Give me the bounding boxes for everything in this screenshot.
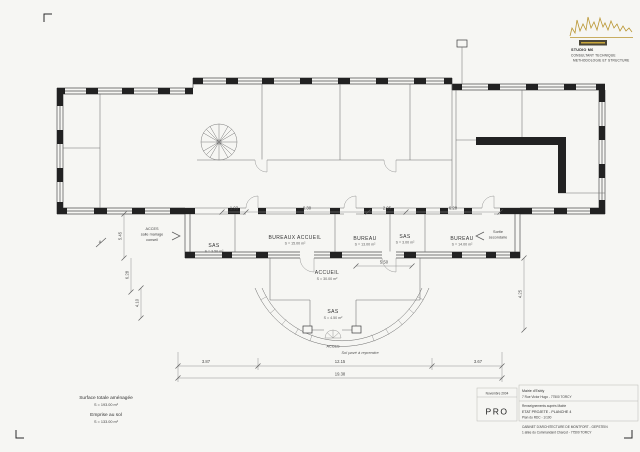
- dim-mid-2: 6.30: [303, 206, 312, 211]
- project-info-2: ETAT PROJETE - PLANCHE 4: [522, 410, 571, 414]
- title-block: Novembre 2004 PRO Mairie d'Esbly 7 Rue V…: [476, 384, 639, 435]
- door-swings: [245, 159, 495, 273]
- summary-value-2: S = 133.00 m²: [94, 420, 119, 424]
- dim-mid-3: 2.95: [383, 206, 392, 211]
- client-name: Mairie d'Esbly: [522, 389, 544, 393]
- summary-value-1: S = 193.00 m²: [94, 403, 119, 407]
- room-label-sas-entry: SAS: [327, 309, 338, 315]
- room-label-bureau-right: BUREAU: [450, 236, 473, 242]
- room-area-sas-center: S = 3.00 m²: [396, 241, 415, 245]
- dim-bottom-total: 19.38: [335, 372, 346, 377]
- entry-canopy-icon: [324, 329, 342, 339]
- room-area-bureau-right: S = 14.00 m²: [452, 243, 473, 247]
- room-label-sas-center: SAS: [399, 234, 410, 240]
- room-label-sas-left: SAS: [208, 243, 219, 249]
- skyline-logo-icon: [569, 16, 633, 37]
- acces-entry-label: ACCES: [326, 345, 340, 349]
- dim-bottom-right: 3.67: [474, 359, 483, 364]
- architect-name: CABINET D'ARCHITECTURE DE MONTFORT - GEP…: [522, 425, 608, 429]
- title-block-date: Novembre 2004: [486, 392, 509, 396]
- arrow-right-icon: [171, 231, 181, 241]
- registration-marks: [15, 13, 633, 439]
- dim-mid-4: 6.20: [449, 206, 458, 211]
- acces-left-label-2: salle mariage: [141, 233, 164, 237]
- room-area-bureaux-accueil: S = 15.00 m²: [285, 242, 306, 246]
- room-label-accueil: ACCUEIL: [315, 270, 339, 276]
- sortie-label-1: Sortie: [493, 230, 503, 234]
- room-area-bureau-center: S = 13.00 m²: [355, 243, 376, 247]
- dim-left-v2: 6.28: [125, 270, 130, 279]
- room-label-bureaux-accueil: BUREAUX ACCUEIL: [269, 235, 322, 241]
- acces-left-label-3: conseil: [146, 238, 158, 242]
- dim-bureau-width: 5.50: [380, 260, 389, 265]
- summary-label-2: Emprise au sol: [90, 412, 122, 418]
- acces-left-label-1: ACCES: [145, 227, 159, 231]
- logo-line-3: METHODOLOGIE ET STRUCTURE: [573, 59, 629, 63]
- arrow-left-icon: [475, 231, 485, 241]
- logo-line-1: STUDIO M6: [571, 48, 593, 52]
- architect-address: 1 allée du Commandant Charcot - 77500 TO…: [522, 431, 592, 435]
- area-summary: Surface totale aménagée S = 193.00 m² Em…: [79, 395, 133, 424]
- dim-right-v: 4.25: [518, 289, 523, 298]
- client-address: 7 Rue Victor Hugo - 77500 TORCY: [522, 395, 572, 399]
- exterior-walls: [56, 39, 606, 259]
- spiral-staircase-icon: [200, 123, 238, 161]
- floor-note: Sol pavé à reprendre: [341, 350, 379, 355]
- room-area-accueil: S = 30.00 m²: [317, 277, 338, 281]
- dim-bottom-left: 3.87: [202, 359, 211, 364]
- room-labels: SAS S = 3.50 m² BUREAUX ACCUEIL S = 15.0…: [205, 234, 474, 320]
- dim-left-v3: 4.10: [135, 298, 140, 307]
- dim-bottom-center: 12.15: [335, 359, 346, 364]
- interior-partitions: [63, 84, 605, 331]
- floor-plan: SAS S = 3.50 m² BUREAUX ACCUEIL S = 15.0…: [56, 39, 606, 382]
- studio-logo: STUDIO M6 CONSULTANT TECHNIQUE METHODOLO…: [569, 16, 633, 63]
- logo-line-2: CONSULTANT TECHNIQUE: [571, 54, 616, 58]
- section-marker-a: A: [99, 240, 102, 244]
- plan-annotations: ACCES salle mariage conseil Sortie secon…: [95, 227, 508, 355]
- title-block-phase: PRO: [486, 407, 509, 417]
- entrance-steps-arc: [254, 287, 430, 347]
- dim-left-v1: 5.45: [118, 231, 123, 240]
- room-label-bureau-center: BUREAU: [353, 236, 376, 242]
- sortie-label-2: secondaire: [489, 236, 508, 240]
- room-area-sas-left: S = 3.50 m²: [205, 250, 224, 254]
- summary-label-1: Surface totale aménagée: [79, 395, 133, 401]
- dimension-lines: 1.93 6.30 2.95 6.20 5.50 3.87 12.15 3.67…: [118, 206, 527, 382]
- project-info-3: Plan du RDC - 1/100: [522, 416, 552, 420]
- room-area-sas-entry: S = 4.50 m²: [324, 316, 343, 320]
- dim-mid-1: 1.93: [230, 206, 239, 211]
- project-info-1: Renseignements auprès Mairie: [522, 404, 566, 408]
